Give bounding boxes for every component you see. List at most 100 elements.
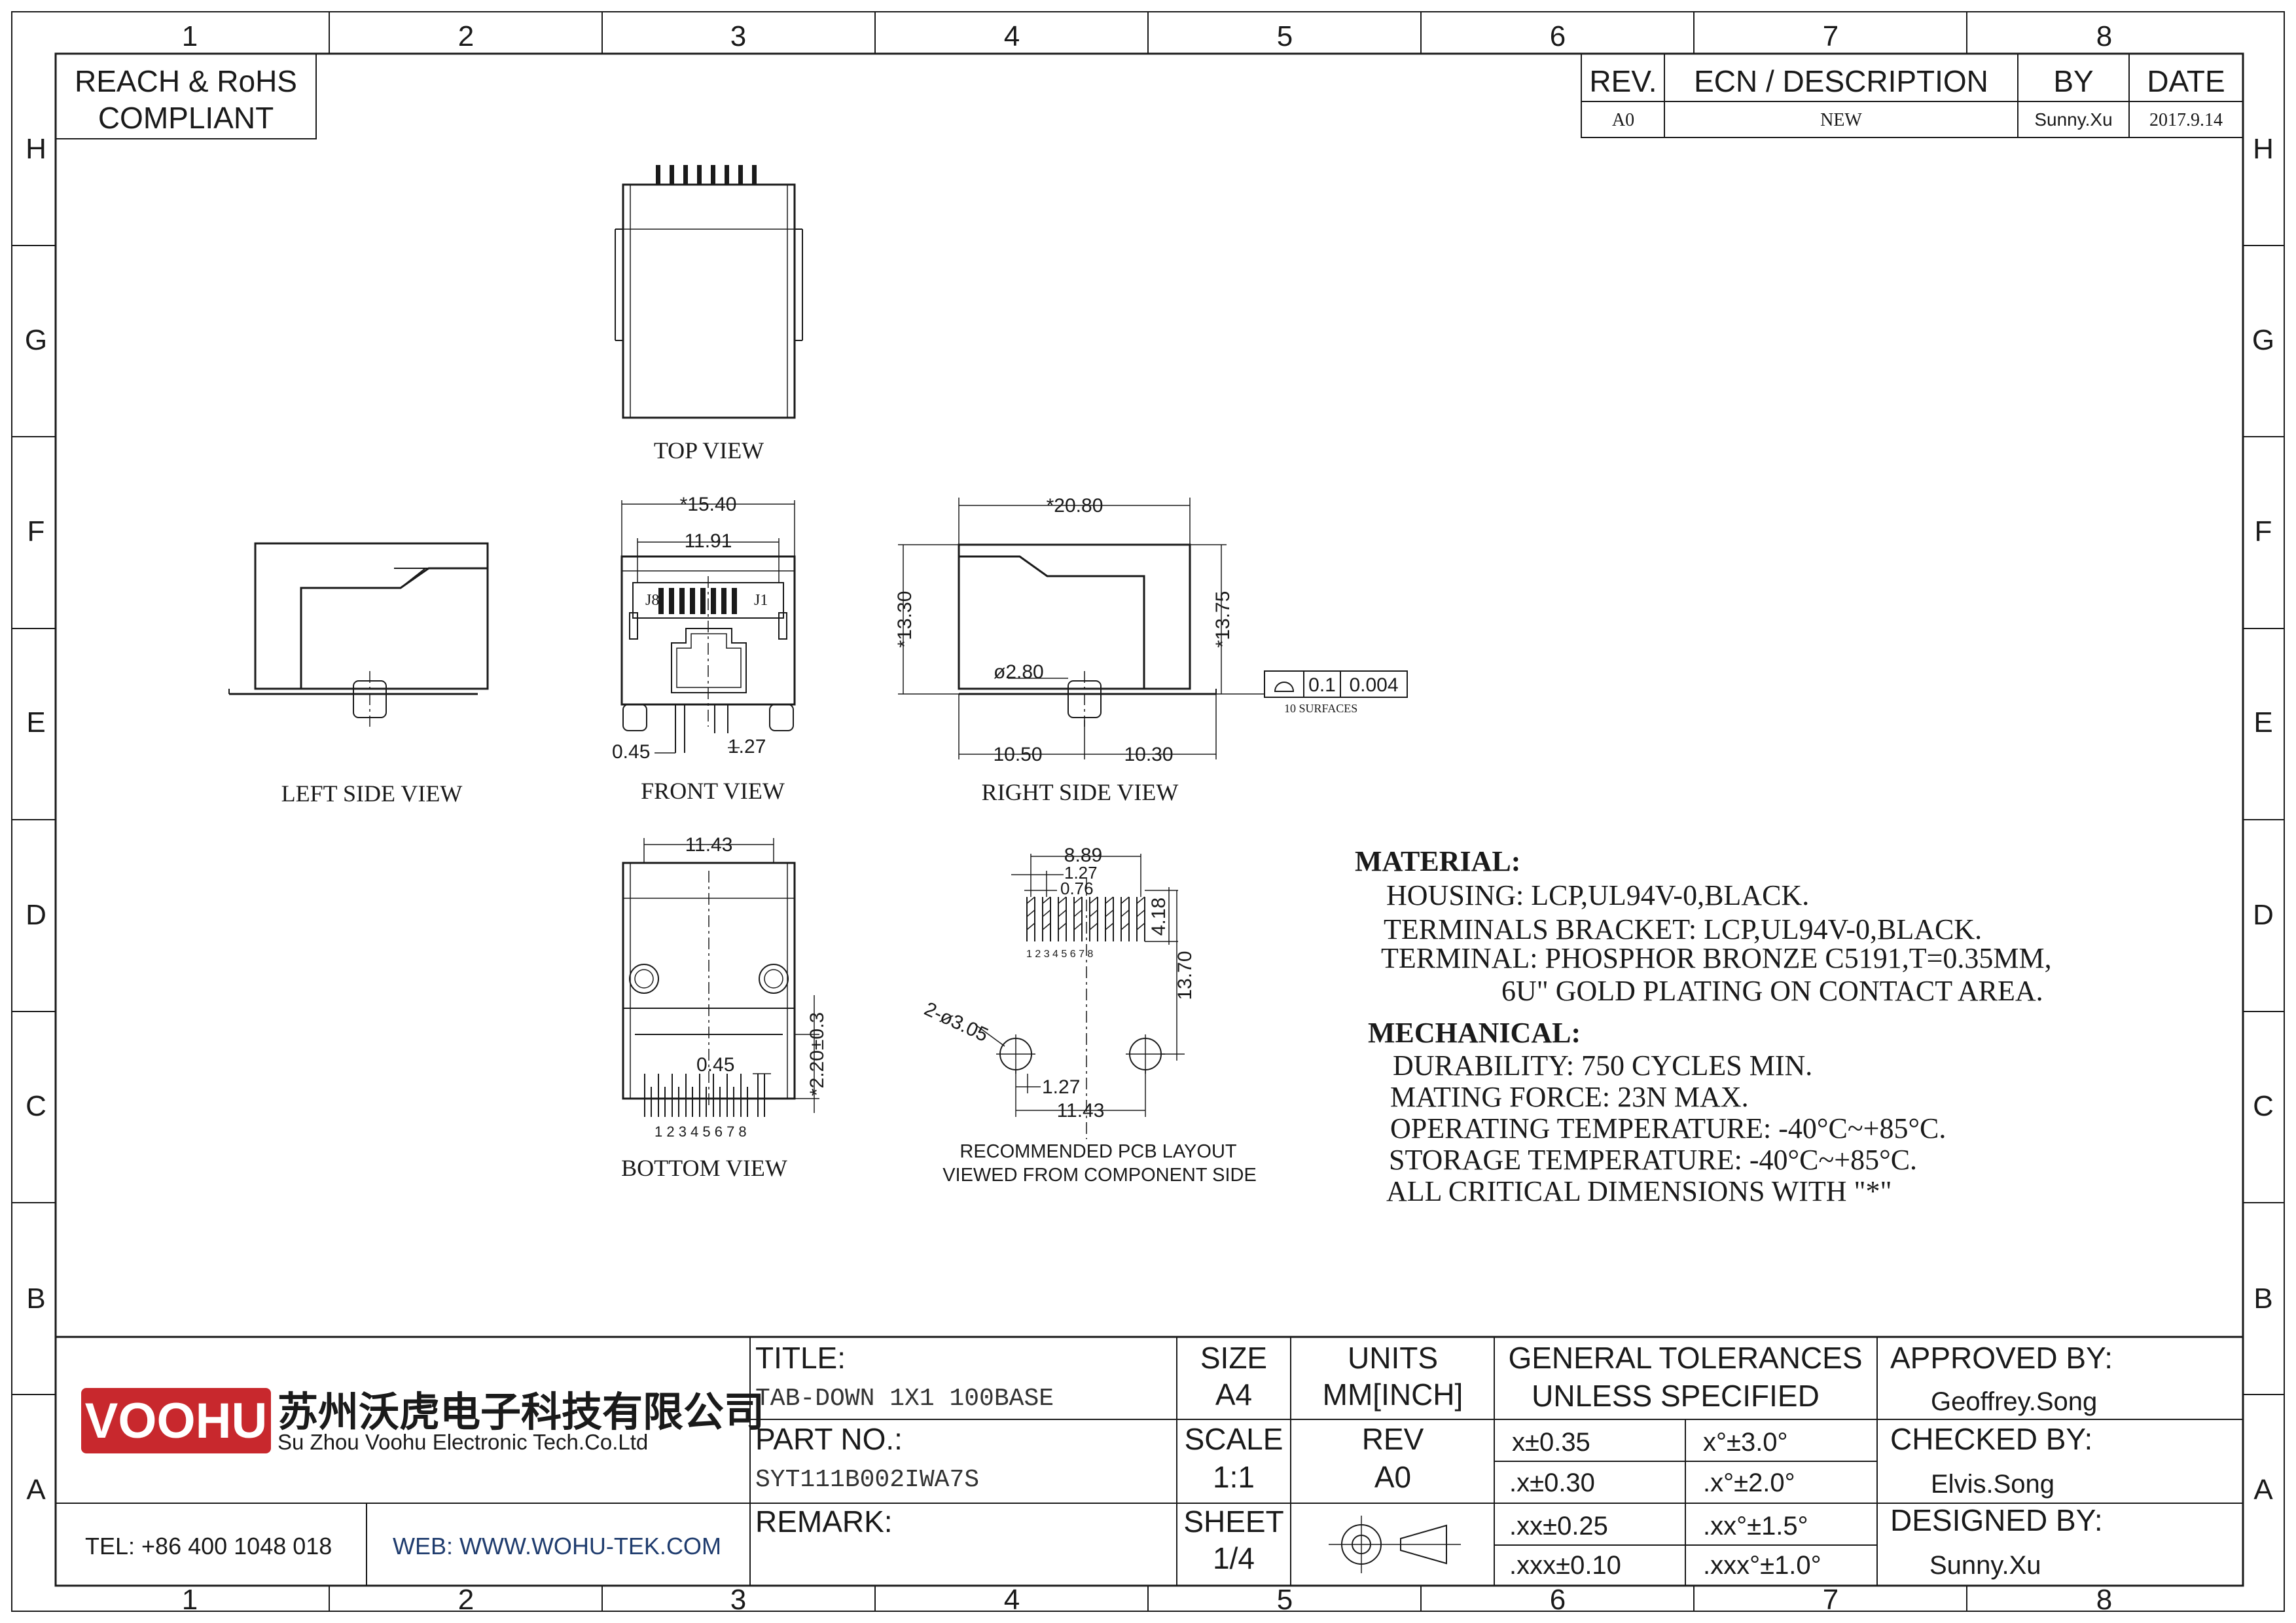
designed-label: DESIGNED BY: [1890,1503,2103,1537]
bottom-dim-220: *2.20±0.3 [806,1012,828,1096]
top-view-label: TOP VIEW [654,437,764,464]
zone-col-5-top: 5 [1277,20,1293,52]
pcb-label-line-1: RECOMMENDED PCB LAYOUT [960,1141,1237,1162]
spec-critical: ALL CRITICAL DIMENSIONS WITH "*" [1386,1175,1892,1207]
pcb-dim-076: 0.76 [1060,879,1094,898]
pcb-dim-127b: 1.27 [1042,1076,1080,1098]
zone-col-8-bottom: 8 [2096,1584,2112,1616]
zone-row-c-right: C [2253,1090,2274,1122]
sheet-value: 1/4 [1213,1541,1255,1575]
flatness-tolerance: 0.1 [1308,674,1336,696]
zone-col-3-top: 3 [730,20,746,52]
zone-row-g-right: G [2252,324,2274,356]
rev-value: A0 [1374,1460,1411,1494]
contact-web: WEB: WWW.WOHU-TEK.COM [393,1533,721,1559]
rev-label: REV [1362,1422,1424,1456]
zone-row-e-left: E [26,706,45,739]
zone-col-6-top: 6 [1550,20,1566,52]
size-value: A4 [1215,1377,1252,1412]
zone-col-2-top: 2 [458,20,474,52]
zone-col-1-bottom: 1 [182,1584,198,1616]
right-side-view-label: RIGHT SIDE VIEW [982,779,1179,805]
right-dim-width: *20.80 [1047,495,1103,517]
front-dim-045: 0.45 [612,741,650,763]
company-name-en: Su Zhou Voohu Electronic Tech.Co.Ltd [278,1430,648,1454]
compliance-box: REACH & RoHS COMPLIANT [55,53,317,139]
company-name-cn: 苏州沃虎电子科技有限公司 [278,1390,764,1435]
spec-mechanical-heading: MECHANICAL: [1368,1017,1581,1049]
scale-value: 1:1 [1213,1460,1255,1494]
spec-storage: STORAGE TEMPERATURE: -40°C~+85°C. [1389,1144,1917,1176]
spec-mating: MATING FORCE: 23N MAX. [1390,1081,1749,1113]
zone-row-b-left: B [26,1283,45,1315]
spec-operating: OPERATING TEMPERATURE: -40°C~+85°C. [1390,1112,1946,1144]
zone-col-7-bottom: 7 [1823,1584,1839,1616]
title-value: TAB-DOWN 1X1 100BASE [755,1385,1054,1413]
checked-label: CHECKED BY: [1890,1422,2092,1456]
zone-col-6-bottom: 6 [1550,1584,1566,1616]
revision-row-by: Sunny.Xu [2034,109,2112,130]
bottom-view: 11.43 0.45 *2.20±0.3 1 2 3 4 5 6 7 8 BOT… [621,834,828,1181]
projection-symbol-icon [1329,1516,1461,1573]
pcb-dim-127a: 1.27 [1064,863,1098,883]
tolerance-linear-1: .x±0.30 [1509,1468,1595,1497]
tolerance-angular-3: .xxx°±1.0° [1703,1551,1821,1580]
sheet-label: SHEET [1183,1504,1283,1539]
zone-row-h-right: H [2253,133,2274,165]
front-j8-label: J8 [645,592,659,609]
title-label: TITLE: [755,1341,846,1375]
revision-header-by: BY [2053,64,2093,98]
zone-col-8-top: 8 [2096,20,2112,52]
spec-durability: DURABILITY: 750 CYCLES MIN. [1393,1049,1812,1082]
part-value: SYT111B002IWA7S [755,1466,979,1494]
right-dim-1030: 10.30 [1124,744,1173,765]
scale-label: SCALE [1185,1422,1283,1456]
size-label: SIZE [1200,1341,1267,1375]
flatness-frame: 0.1 0.004 [1264,670,1408,698]
general-tolerance-title-2: UNLESS SPECIFIED [1532,1379,1820,1413]
tolerance-linear-2: .xx±0.25 [1509,1512,1608,1541]
front-dim-width: *15.40 [680,494,737,515]
front-dim-127: 1.27 [728,736,766,757]
revision-header-rev: REV. [1589,64,1657,98]
bottom-view-label: BOTTOM VIEW [621,1155,787,1181]
spec-terminal: TERMINAL: PHOSPHOR BRONZE C5191,T=0.35MM… [1381,942,2052,974]
checked-value: Elvis.Song [1931,1470,2054,1499]
pcb-dim-holes: 2-ø3.05 [921,998,992,1046]
zone-col-3-bottom: 3 [730,1584,746,1616]
pcb-layout: 8.89 1.27 0.76 4.18 13.70 2-ø3.05 1.27 1… [921,845,1257,1186]
revision-row-rev: A0 [1612,110,1634,130]
zone-col-7-top: 7 [1823,20,1839,52]
front-view-label: FRONT VIEW [641,778,785,804]
right-dim-h2: *13.75 [1212,591,1234,648]
zone-col-2-bottom: 2 [458,1584,474,1616]
zone-row-g-left: G [25,324,47,356]
pcb-dim-1370: 13.70 [1174,951,1196,1000]
company-logo-text: VOOHU [85,1393,268,1449]
flatness-surfaces: 10 SURFACES [1284,702,1357,715]
bottom-pin-numbers: 1 2 3 4 5 6 7 8 [655,1123,747,1140]
zone-row-f-left: F [27,515,45,547]
general-tolerance-title-1: GENERAL TOLERANCES [1508,1341,1862,1375]
zone-row-e-right: E [2253,706,2272,739]
pcb-dim-1143: 11.43 [1057,1100,1105,1122]
revision-table: REV. ECN / DESCRIPTION BY DATE A0 NEW Su… [1581,53,2244,138]
revision-row-ecn: NEW [1820,110,1862,130]
designed-value: Sunny.Xu [1929,1551,2041,1580]
zone-col-4-top: 4 [1004,20,1020,52]
left-side-view: LEFT SIDE VIEW [228,542,489,807]
specifications: MATERIAL: HOUSING: LCP,UL94V-0,BLACK. TE… [1355,845,2052,1207]
pcb-pin-numbers: 1 2 3 4 5 6 7 8 [1026,949,1093,960]
top-view: TOP VIEW [615,165,803,464]
spec-housing: HOUSING: LCP,UL94V-0,BLACK. [1386,879,1809,911]
tolerance-angular-2: .xx°±1.5° [1703,1512,1808,1541]
zone-row-c-left: C [26,1090,46,1122]
approved-label: APPROVED BY: [1890,1341,2113,1375]
pcb-label-line-2: VIEWED FROM COMPONENT SIDE [942,1165,1257,1186]
contact-tel: TEL: +86 400 1048 018 [85,1533,332,1559]
zone-row-a-right: A [2253,1474,2273,1506]
compliance-line-1: REACH & RoHS [75,64,297,98]
front-dim-inner: 11.91 [685,530,732,552]
tolerance-angular-0: x°±3.0° [1703,1428,1788,1457]
